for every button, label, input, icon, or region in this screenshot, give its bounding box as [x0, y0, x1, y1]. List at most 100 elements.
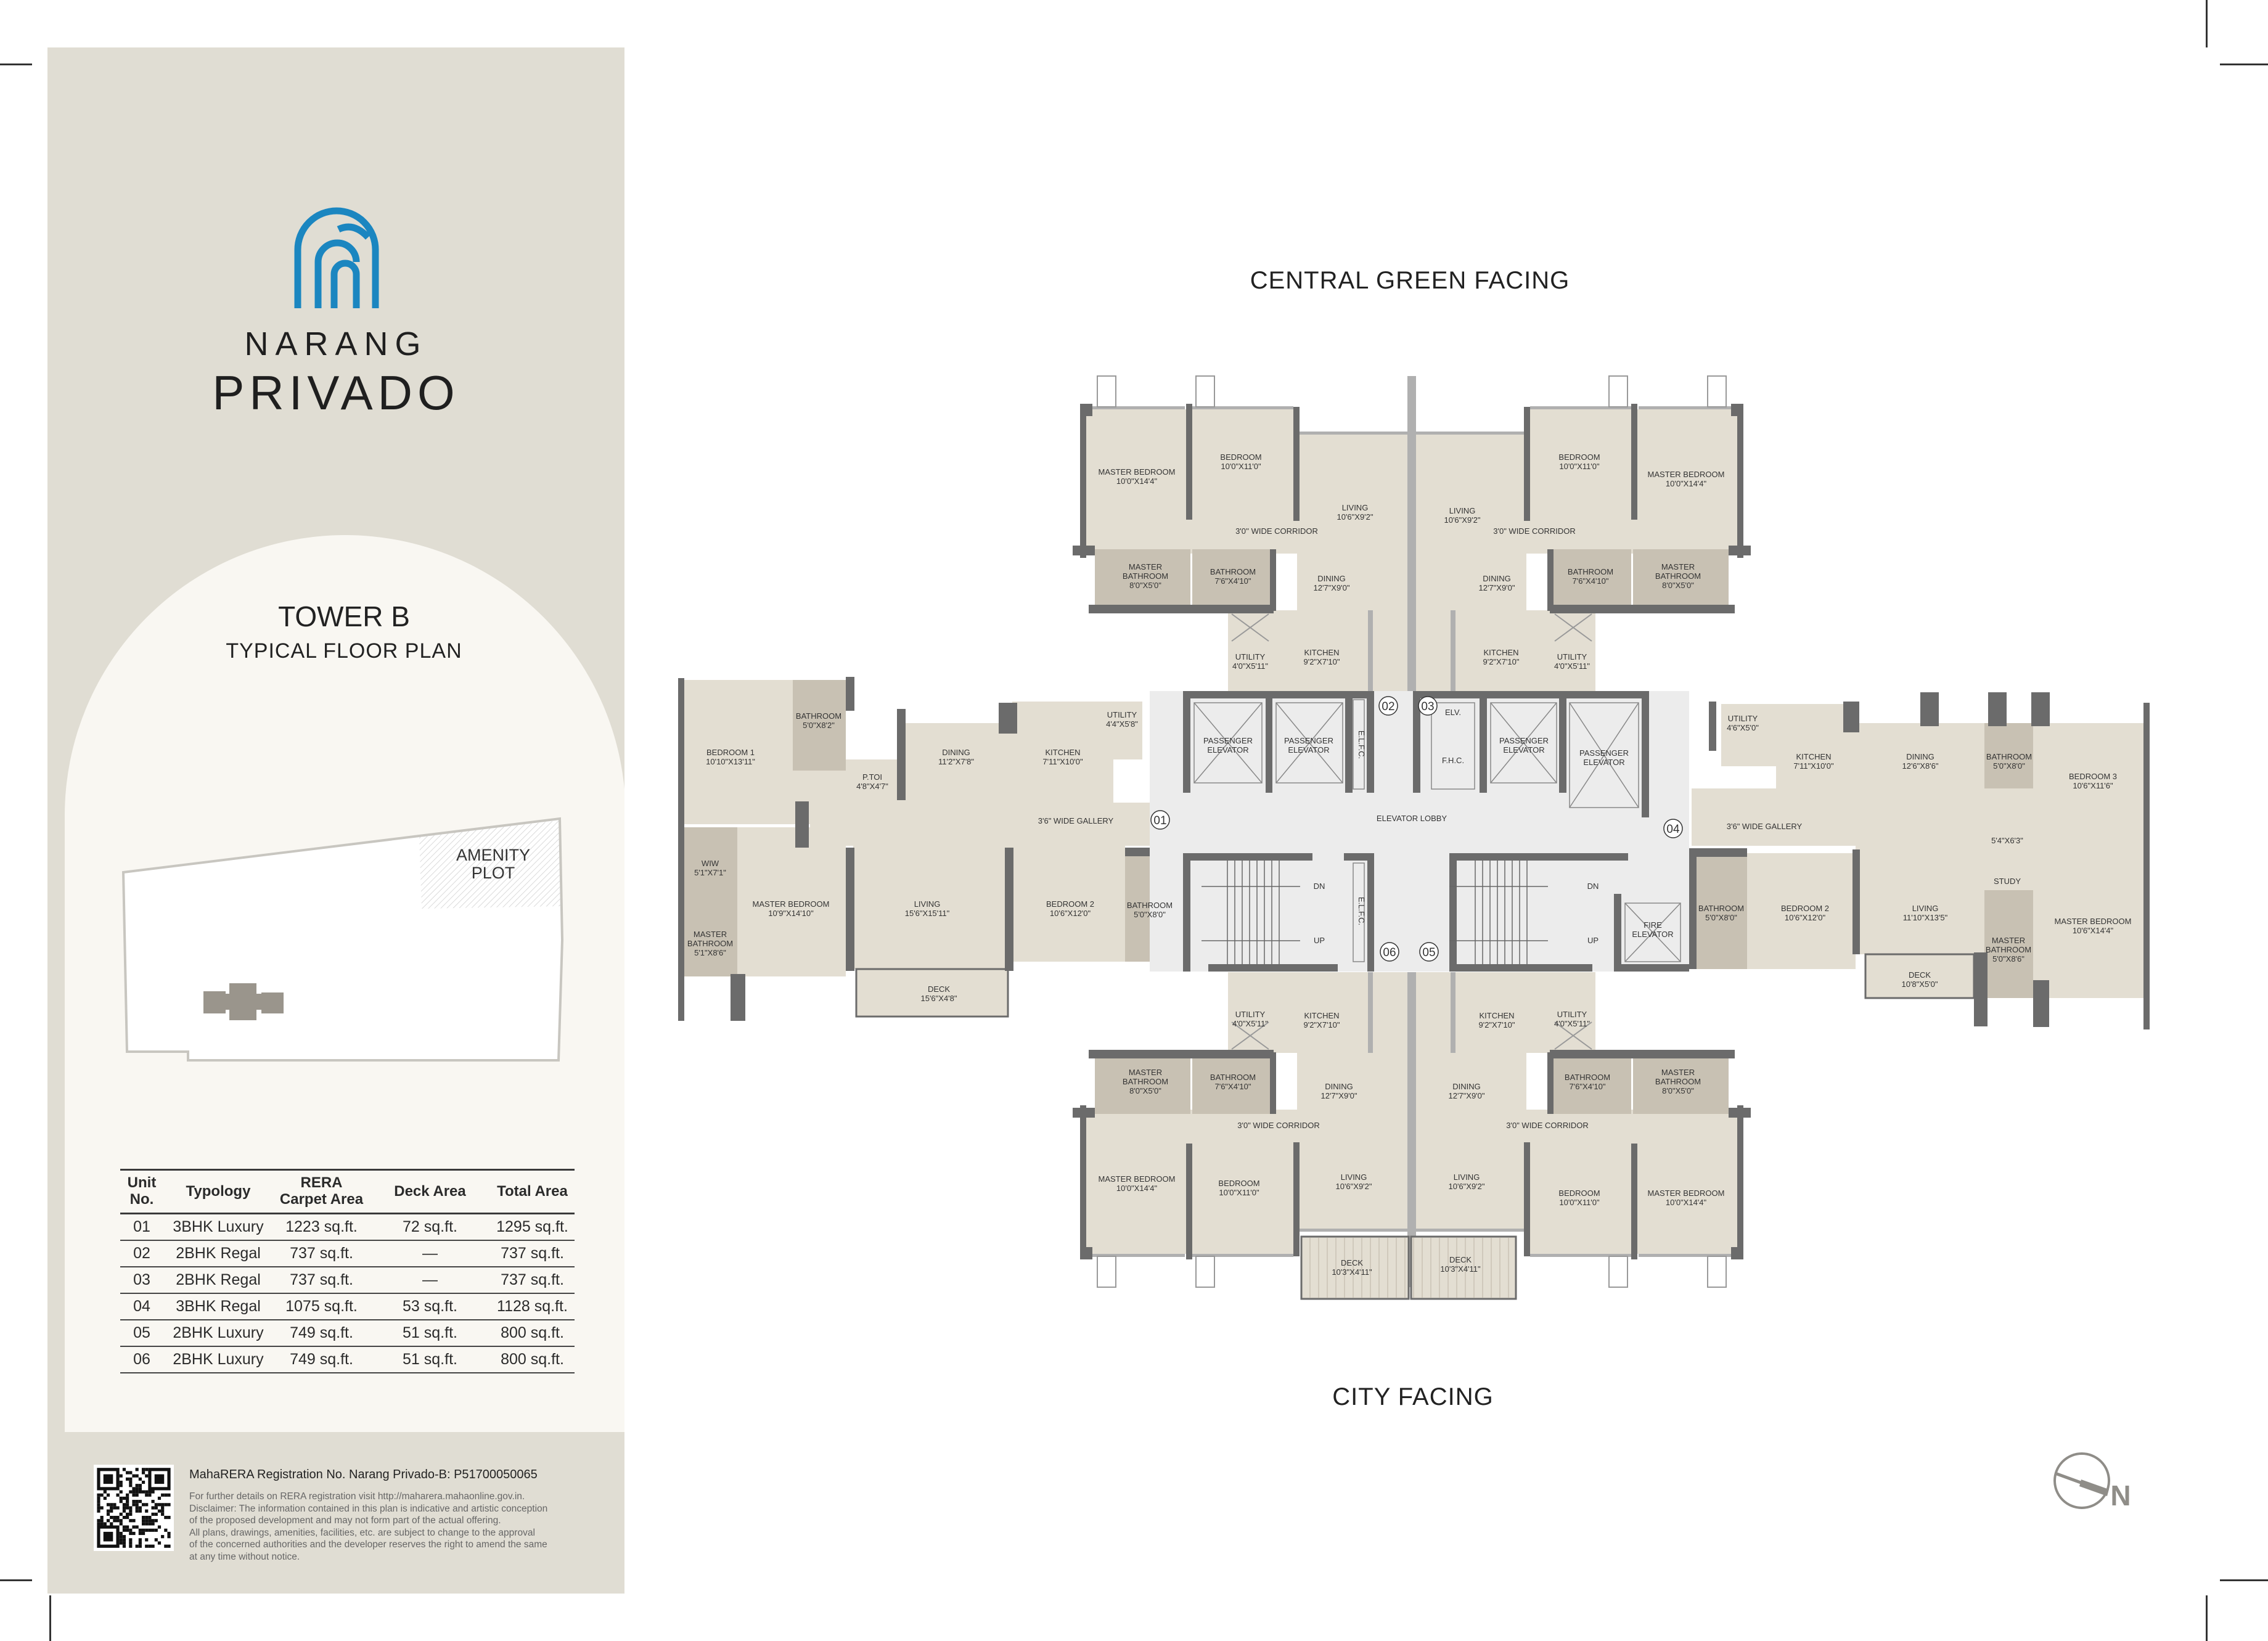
label-rooms-u04-passage: 5'4"X6'3": [1991, 836, 2023, 845]
cell-unit-no: 06: [120, 1346, 163, 1373]
rera-registration: MahaRERA Registration No. Narang Privado…: [189, 1468, 538, 1481]
unit-marker-06: 06: [1380, 942, 1399, 962]
cell-carpet-area: 737 sq.ft.: [273, 1267, 370, 1294]
label-rooms-u02-corridor: 3'0'' WIDE CORRIDOR: [1235, 526, 1318, 536]
crop-mark: [2220, 1579, 2268, 1581]
brand-name-line2: PRIVADO: [212, 366, 460, 420]
brand-name-line1: NARANG: [244, 325, 428, 362]
crop-mark: [0, 63, 32, 65]
tower-title: TOWER B: [278, 600, 410, 632]
label-rooms-u04-gallery: 3'6" WIDE GALLERY: [1727, 822, 1803, 831]
crop-mark: [2220, 63, 2268, 65]
amenity-label-line1: AMENITY: [456, 846, 530, 864]
label-rooms-u03-corridor: 3'0" WIDE CORRIDOR: [1493, 526, 1576, 536]
cell-carpet-area: 1223 sq.ft.: [273, 1213, 370, 1241]
disclaimer-line: All plans, drawings, amenities, faciliti…: [189, 1527, 535, 1538]
crop-mark: [2206, 0, 2208, 47]
header-deck-area: Deck Area: [370, 1169, 490, 1214]
unit-marker-01: 01: [1150, 810, 1170, 830]
cell-typology: 3BHK Luxury: [163, 1213, 273, 1241]
unit-03-plan: [1410, 375, 1751, 692]
disclaimer-line: For further details on RERA registration…: [189, 1491, 525, 1502]
qr-code-icon[interactable]: [94, 1465, 174, 1551]
svg-text:06: 06: [1383, 946, 1396, 959]
unit-marker-03: 03: [1418, 696, 1438, 716]
cell-deck-area: 72 sq.ft.: [370, 1213, 490, 1241]
header-typology: Typology: [163, 1169, 273, 1214]
north-label: N: [2110, 1479, 2131, 1512]
svg-text:04: 04: [1666, 823, 1680, 836]
crop-mark: [49, 1595, 51, 1641]
amenity-plot-area: [419, 820, 561, 909]
disclaimer-line: Disclaimer: The information contained in…: [189, 1503, 548, 1514]
unit-marker-02: 02: [1378, 696, 1398, 716]
cell-unit-no: 03: [120, 1267, 163, 1294]
left-info-panel: NARANG PRIVADO TOWER B TYPICAL FLOOR PLA…: [47, 47, 624, 1594]
narang-privado-logo-icon: [294, 207, 379, 308]
top-facing-label: CENTRAL GREEN FACING: [1250, 267, 1570, 294]
disclaimer-line: of the concerned authorities and the dev…: [189, 1539, 547, 1550]
svg-text:02: 02: [1382, 700, 1394, 713]
label-core-fhc: F.H.C.: [1442, 756, 1464, 765]
cell-total-area: 800 sq.ft.: [490, 1346, 575, 1373]
cell-typology: 2BHK Luxury: [163, 1346, 273, 1373]
cell-typology: 2BHK Regal: [163, 1267, 273, 1294]
cell-total-area: 1128 sq.ft.: [490, 1293, 575, 1320]
cell-total-area: 737 sq.ft.: [490, 1240, 575, 1267]
svg-text:01: 01: [1153, 814, 1166, 827]
cell-carpet-area: 1075 sq.ft.: [273, 1293, 370, 1320]
cell-typology: 3BHK Regal: [163, 1293, 273, 1320]
cell-unit-no: 05: [120, 1320, 163, 1347]
cell-carpet-area: 749 sq.ft.: [273, 1320, 370, 1347]
unit-marker-04: 04: [1663, 819, 1683, 838]
label-rooms-u04-study: STUDY: [1994, 877, 2021, 886]
label-core-dn: DN: [1587, 882, 1599, 891]
disclaimer: For further details on RERA registration…: [189, 1491, 615, 1563]
cell-typology: 2BHK Regal: [163, 1240, 273, 1267]
svg-text:05: 05: [1422, 946, 1435, 959]
cell-total-area: 800 sq.ft.: [490, 1320, 575, 1347]
